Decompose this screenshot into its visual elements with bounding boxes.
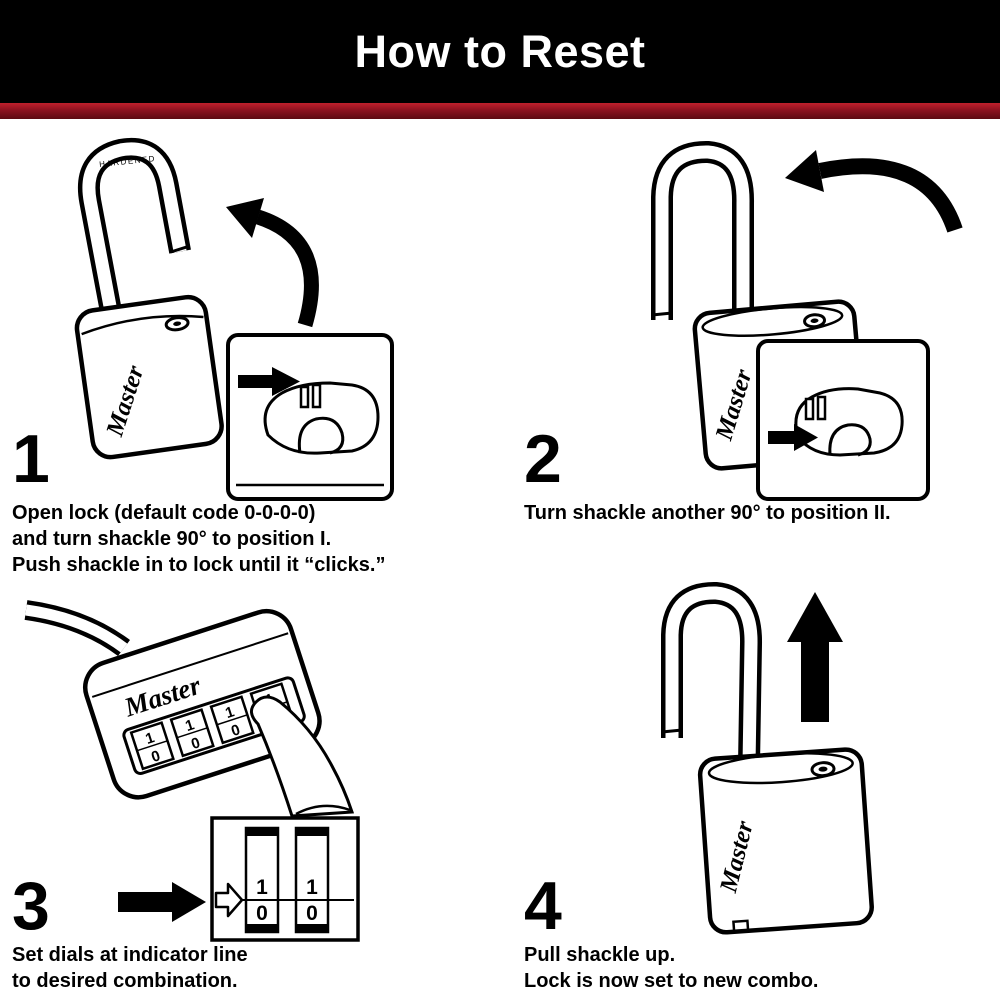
step4-text-line1: Pull shackle up. [524,944,676,966]
inset-dial-column: 1 0 [294,826,330,934]
shackle [661,582,762,766]
dial-wheel: 1 0 [209,695,255,745]
indicator-arrow [214,882,244,918]
svg-text:0: 0 [256,902,268,925]
step3-text: Set dials at indicator line to desired c… [12,942,248,994]
shackle-notch [651,311,673,317]
rotate-arrow [226,198,319,328]
body-notch [732,919,750,932]
shackle-inner [82,142,187,351]
padlock-4: Master [661,582,874,935]
step4-illustration: Master [661,582,874,935]
shackle-stub [24,600,130,657]
up-arrow [787,592,843,722]
step3-number: 3 [12,868,50,944]
position-slot [311,383,322,409]
step4-text: Pull shackle up. Lock is now set to new … [524,942,818,994]
step1-illustration: HARDENED Master [74,137,394,501]
step1-text-line3: Push shackle in to lock until it “clicks… [12,554,386,576]
svg-text:1: 1 [306,876,318,899]
lock-body [697,747,874,935]
shackle-notch [661,728,683,734]
lock-top-face [701,305,844,337]
lock-body [74,294,224,460]
inset-detail-box [756,339,930,501]
step2-number: 2 [524,421,562,497]
lock-top-face [81,314,204,336]
svg-text:0: 0 [306,902,318,925]
inset-dial-column: 1 0 [244,826,280,934]
rotate-arrow [785,150,963,233]
step1-text-line2: and turn shackle 90° to position I. [12,528,332,550]
direction-arrow [118,882,206,922]
position-slot [804,397,815,421]
inset-arrow [768,424,818,451]
step3-text-line2: to desired combination. [12,970,238,992]
shackle-inner [655,145,750,325]
shackle-notch [170,244,189,254]
dial-wheel: 1 0 [169,708,215,758]
step2-illustration: Master [651,141,963,501]
cam-notch [297,416,345,455]
step3-text-line1: Set dials at indicator line [12,944,248,966]
dial-wheel: 1 0 [129,721,175,771]
step1-number: 1 [12,421,50,497]
step2-text: Turn shackle another 90° to position II. [524,500,891,526]
shackle-inner [665,586,758,766]
lock-top-face [707,752,854,785]
cam-notch [828,423,872,457]
red-stripe [0,103,1000,119]
inset-detail-box [226,333,394,501]
step1-text-line1: Open lock (default code 0-0-0-0) [12,502,316,524]
step4-number: 4 [524,868,562,944]
pressing-finger [250,695,355,818]
position-slot [816,395,827,421]
page-title: How to Reset [354,25,646,77]
step1-text: Open lock (default code 0-0-0-0) and tur… [12,500,385,578]
svg-text:1: 1 [256,876,268,899]
inset-dial-box: 1 0 1 0 [210,816,360,942]
step4-text-line2: Lock is now set to new combo. [524,970,819,992]
step2-text-line1: Turn shackle another 90° to position II. [524,502,891,524]
header-banner: How to Reset [0,0,1000,103]
inset-arrow [238,367,300,396]
padlock-1: HARDENED Master [74,137,224,460]
shackle [651,141,754,325]
step3-illustration: Master 1 0 1 0 1 0 [24,600,360,942]
position-slot [299,385,310,409]
top-face-line [91,632,289,698]
